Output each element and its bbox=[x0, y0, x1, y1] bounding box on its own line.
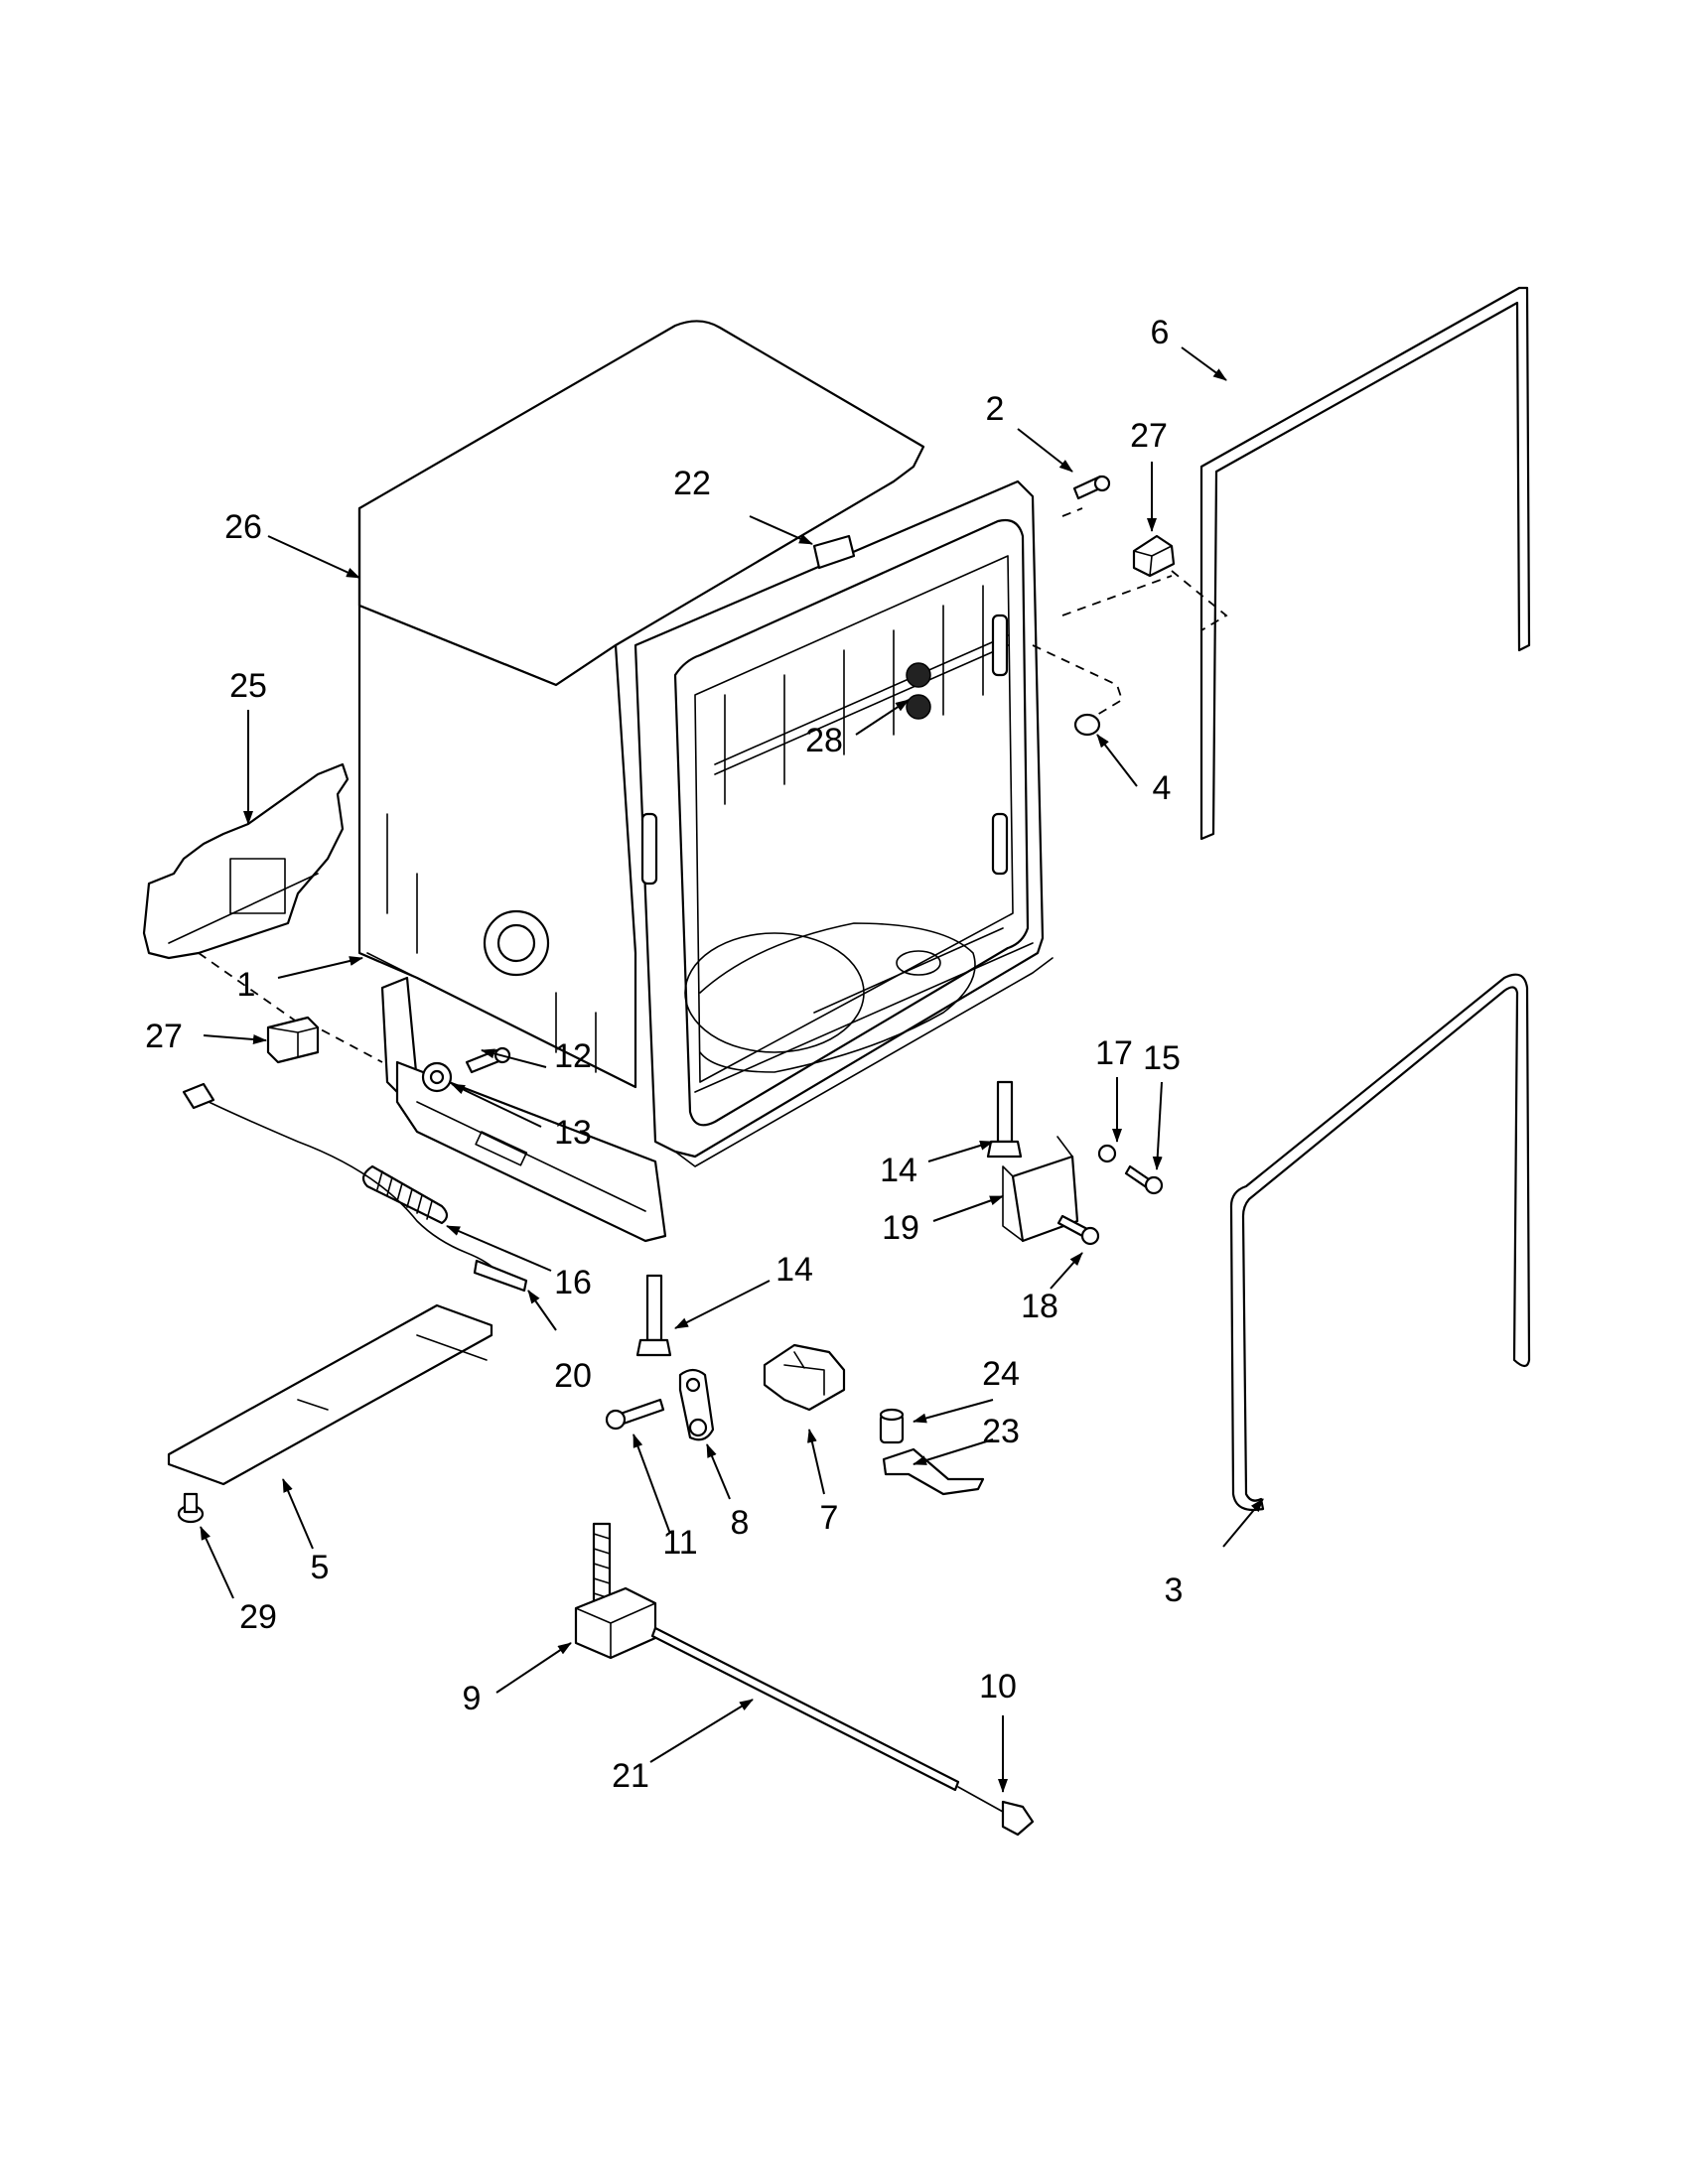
callout-27-left: 27 bbox=[145, 1018, 183, 1055]
part-13-grommet bbox=[421, 1061, 453, 1093]
part-8-bracket bbox=[678, 1368, 715, 1441]
callout-22: 22 bbox=[673, 465, 711, 502]
callout-10: 10 bbox=[979, 1668, 1017, 1706]
part-10-knob bbox=[957, 1786, 1035, 1837]
callout-1: 1 bbox=[237, 966, 256, 1004]
part-16-spring bbox=[361, 1164, 449, 1225]
callout-14-upper: 14 bbox=[880, 1152, 917, 1189]
callout-18: 18 bbox=[1021, 1288, 1058, 1325]
callout-5: 5 bbox=[311, 1549, 330, 1586]
part-27-clip-left bbox=[266, 1016, 320, 1064]
callout-13: 13 bbox=[554, 1114, 592, 1152]
part-27-clip-right bbox=[1132, 534, 1176, 578]
part-6-gasket bbox=[1199, 286, 1531, 841]
part-3-gasket bbox=[1229, 973, 1531, 1512]
callout-26: 26 bbox=[224, 508, 262, 546]
part-29-foot bbox=[177, 1492, 205, 1524]
part-15-screw bbox=[1124, 1164, 1164, 1195]
part-17-washer bbox=[1097, 1144, 1117, 1163]
callout-24: 24 bbox=[982, 1355, 1020, 1393]
dishwasher-tub bbox=[357, 320, 1054, 1167]
callout-9: 9 bbox=[463, 1680, 482, 1717]
part-14-leg-upper bbox=[986, 1080, 1023, 1159]
callout-7: 7 bbox=[820, 1499, 839, 1537]
callout-labels: 1 2 3 4 5 6 7 8 9 10 11 12 13 14 14 15 1… bbox=[145, 314, 1183, 1795]
callout-11: 11 bbox=[662, 1524, 697, 1562]
part-14-leg-lower bbox=[635, 1274, 672, 1357]
callout-3: 3 bbox=[1165, 1571, 1184, 1609]
tub-left-wall bbox=[357, 506, 637, 1089]
callout-20: 20 bbox=[554, 1357, 592, 1395]
part-21-rod bbox=[650, 1626, 960, 1792]
part-25-bracket bbox=[142, 762, 350, 960]
callout-12: 12 bbox=[554, 1037, 592, 1075]
part-20-cord bbox=[182, 1082, 528, 1293]
callout-28: 28 bbox=[805, 722, 843, 759]
part-11-bolt bbox=[605, 1398, 665, 1431]
part-5-toe-panel bbox=[167, 1303, 493, 1486]
part-18-screw bbox=[1056, 1214, 1100, 1246]
part-23-clip bbox=[882, 1447, 985, 1496]
leader-lines bbox=[200, 346, 1264, 1793]
part-24-fitting bbox=[879, 1408, 905, 1444]
base-rail-left bbox=[380, 976, 667, 1243]
part-22-clip bbox=[812, 534, 856, 570]
callout-21: 21 bbox=[612, 1757, 649, 1795]
callout-6: 6 bbox=[1151, 314, 1170, 351]
callout-29: 29 bbox=[239, 1598, 277, 1636]
callout-14-lower: 14 bbox=[775, 1251, 813, 1289]
callout-4: 4 bbox=[1153, 769, 1172, 807]
callout-17: 17 bbox=[1095, 1034, 1133, 1072]
callout-23: 23 bbox=[982, 1413, 1020, 1450]
callout-25: 25 bbox=[229, 667, 267, 705]
part-7-switch bbox=[763, 1343, 846, 1412]
part-28-grommets bbox=[906, 662, 931, 720]
part-4-plug bbox=[1073, 713, 1101, 737]
callout-8: 8 bbox=[731, 1504, 750, 1542]
part-9-leg bbox=[574, 1522, 657, 1660]
callout-16: 16 bbox=[554, 1264, 592, 1301]
callout-27-right: 27 bbox=[1130, 417, 1168, 455]
callout-19: 19 bbox=[882, 1209, 919, 1247]
callout-2: 2 bbox=[986, 390, 1005, 428]
part-2-screw bbox=[1072, 475, 1111, 500]
callout-15: 15 bbox=[1143, 1039, 1181, 1077]
